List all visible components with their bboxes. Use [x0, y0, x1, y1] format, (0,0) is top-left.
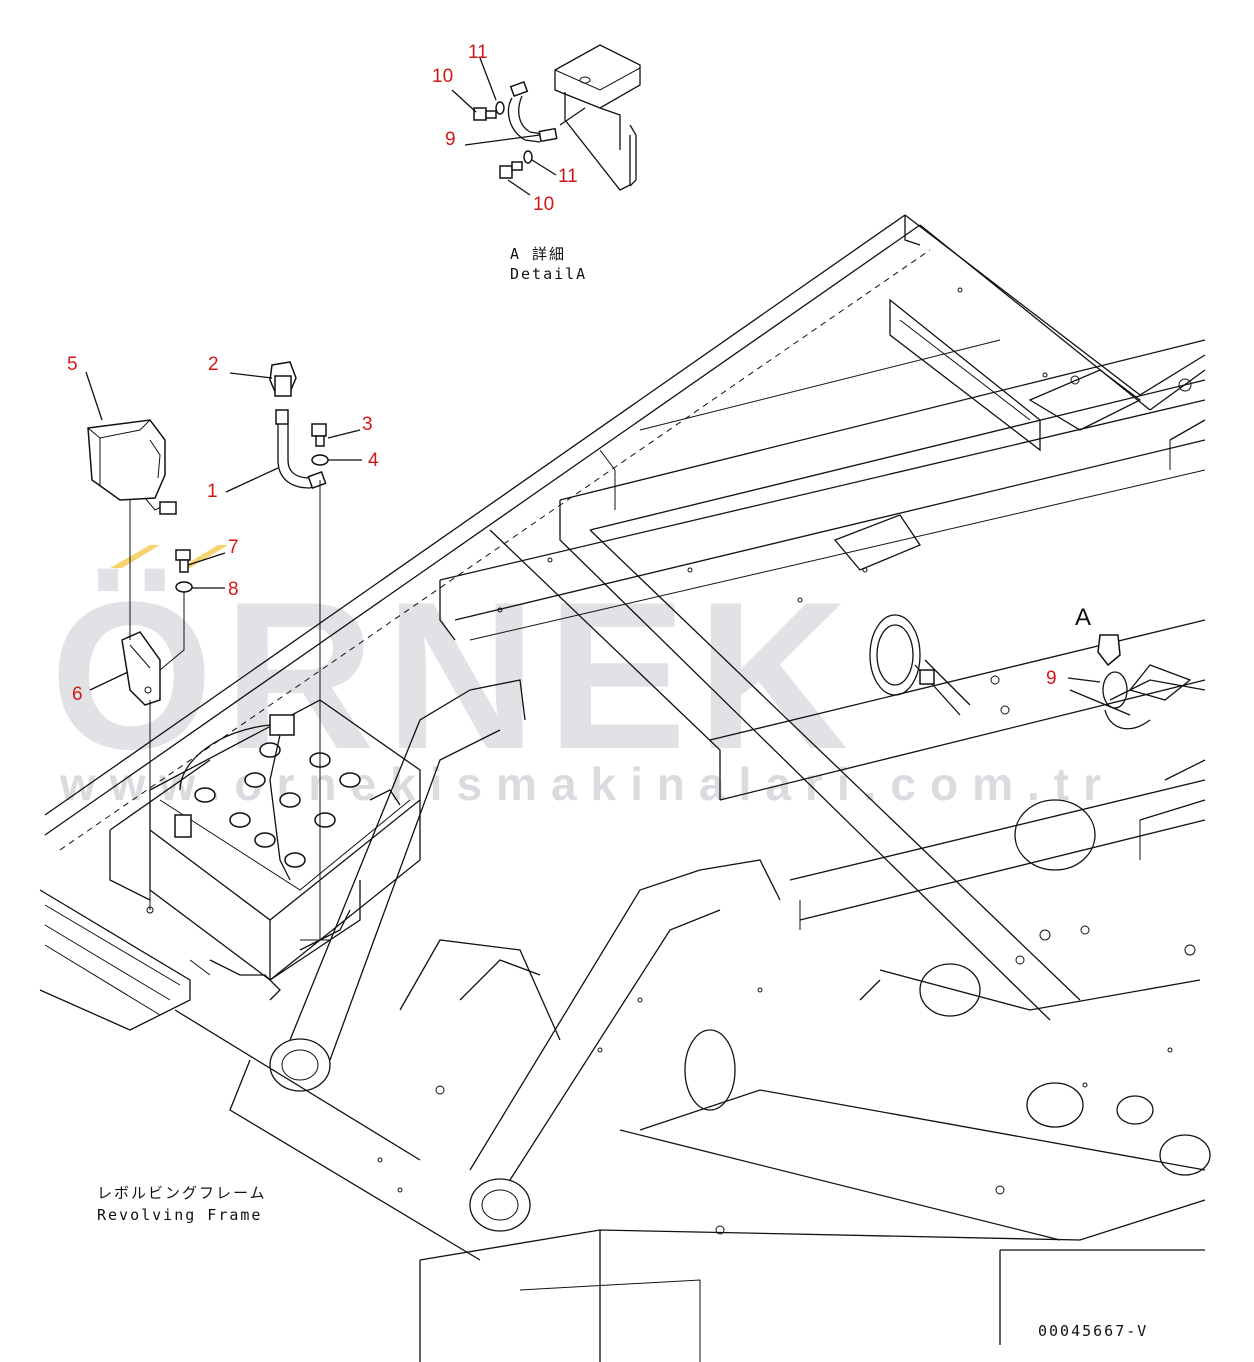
callout-4: 4: [368, 450, 379, 471]
logo-accent-right: [180, 545, 228, 568]
revolving-frame-drawing: [39, 214, 1211, 1362]
frame-bolts: [377, 287, 1196, 1235]
detail-title-jp: A 詳細: [510, 245, 566, 263]
part-4-washer: [311, 454, 329, 466]
view-marker-a: A: [1069, 604, 1206, 730]
captions: A 詳細 DetailA レボルビングフレーム Revolving Frame …: [97, 245, 1148, 1340]
part-8-washer: [175, 581, 193, 593]
part-5-lamp: [87, 419, 177, 515]
battery-caps: [194, 742, 361, 868]
part-3-bolt: [311, 423, 327, 447]
logo-accent-left: [110, 545, 160, 568]
callout-1: 1: [207, 481, 218, 502]
callout-11-top: 11: [468, 42, 488, 63]
exploded-parts: [87, 361, 330, 941]
battery-assembly: [109, 699, 421, 1001]
callouts: 5 2 3 4 1 7 8 6 9 11 10 9 11 10: [67, 42, 1057, 705]
callout-9-detail: 9: [445, 129, 456, 150]
detail-title-en: DetailA: [510, 265, 587, 283]
watermark-brand: ÖRNEK: [50, 558, 858, 793]
leader-lines: [85, 57, 1101, 691]
view-marker-label: A: [1075, 604, 1091, 631]
part-6-bracket: [121, 631, 161, 706]
callout-11-bottom: 11: [558, 166, 578, 187]
callout-7: 7: [228, 537, 239, 558]
part-7-bolt: [175, 549, 191, 573]
callout-5: 5: [67, 354, 78, 375]
drawing-number: 00045667-V: [1038, 1322, 1148, 1340]
watermark-url: www.ornekismakinalari.com.tr: [59, 758, 1115, 810]
watermark: ÖRNEK www.ornekismakinalari.com.tr: [50, 545, 1115, 810]
callout-8: 8: [228, 579, 239, 600]
part-2-connector: [269, 361, 297, 397]
part-1-hose: [275, 409, 327, 489]
callout-10-bottom: 10: [533, 194, 554, 215]
callout-2: 2: [208, 354, 219, 375]
detail-a-drawing: [473, 44, 641, 191]
frame-name-en: Revolving Frame: [97, 1206, 262, 1224]
detail-bolt-top: [473, 101, 505, 121]
callout-6: 6: [72, 684, 83, 705]
callout-9-main: 9: [1046, 668, 1057, 689]
detail-bolt-bottom: [499, 150, 533, 179]
frame-name-jp: レボルビングフレーム: [97, 1184, 267, 1202]
callout-10-top: 10: [432, 66, 453, 87]
callout-3: 3: [362, 414, 373, 435]
